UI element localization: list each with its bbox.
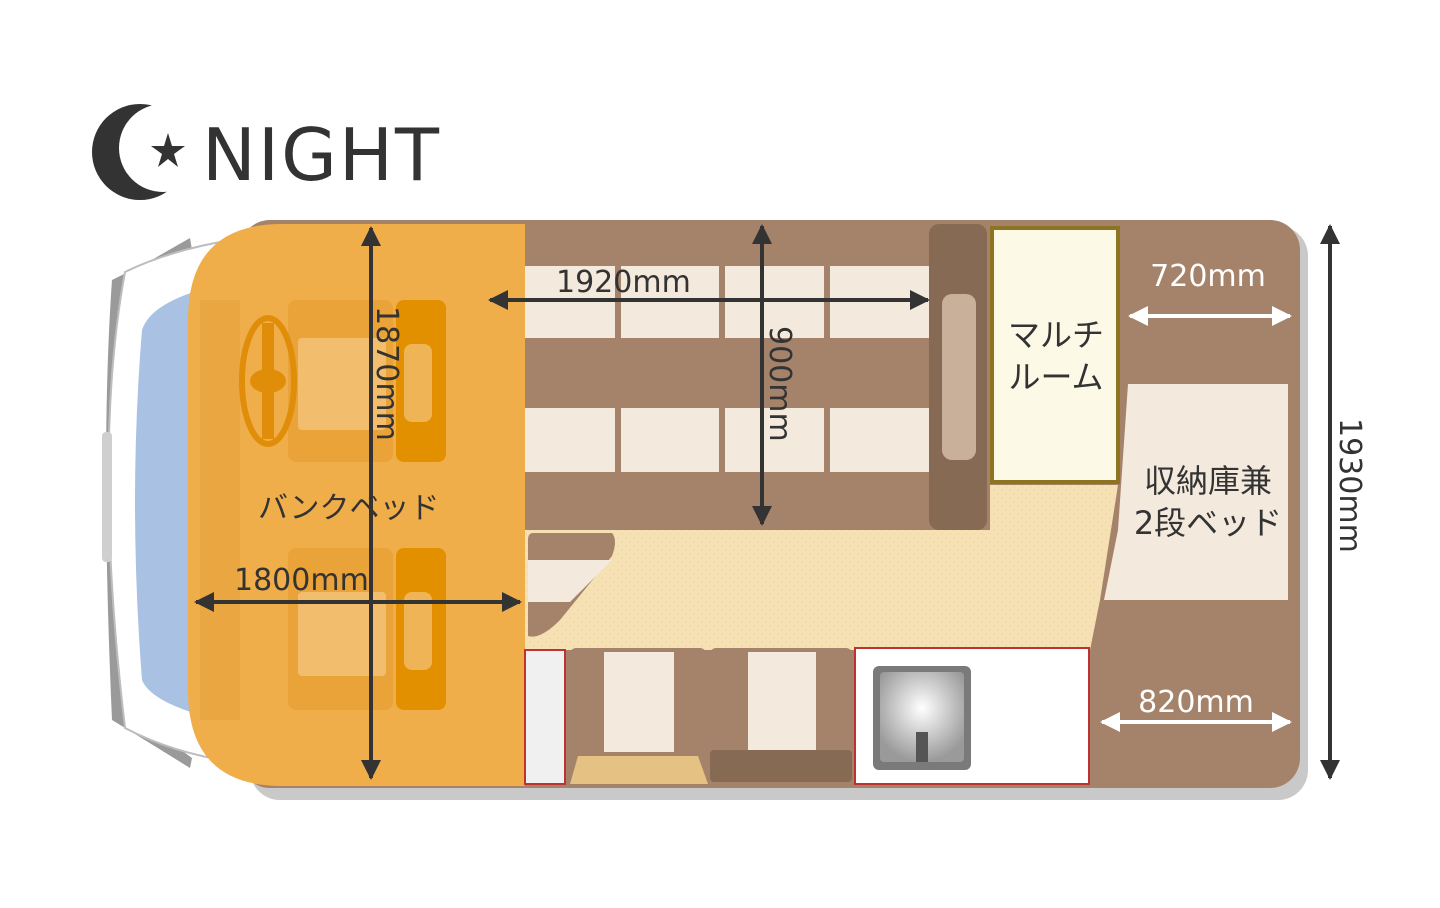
multi-room (990, 226, 1120, 484)
label-multi-room-1: マルチ (1008, 316, 1104, 354)
label-bunk-height: 1870mm (369, 306, 404, 441)
seat-front-row (570, 648, 708, 784)
page-title: NIGHT (202, 113, 441, 197)
label-total-width: 1930mm (1332, 418, 1367, 553)
crescent-moon-star-icon (92, 104, 207, 200)
label-bunk-width: 1800mm (234, 563, 369, 598)
kitchen-counter (854, 647, 1090, 785)
seat-rear-row (710, 648, 852, 782)
dimension-arrows (194, 224, 1340, 780)
label-dinette-width: 1920mm (556, 265, 691, 300)
label-rear-top: 720mm (1150, 259, 1266, 294)
label-dinette-depth: 900mm (762, 326, 797, 442)
label-rear-bottom: 820mm (1138, 685, 1254, 720)
bunk-bed (188, 224, 525, 786)
label-bunk-bed: バンクベッド (258, 491, 440, 526)
dimension-arrows-white (1100, 306, 1292, 732)
sink-icon (873, 666, 971, 770)
steering-wheel-icon (239, 315, 297, 447)
label-storage-1: 収納庫兼 (1144, 462, 1272, 500)
label-storage-2: 2段ベッド (1134, 504, 1282, 542)
label-multi-room-2: ルーム (1008, 358, 1103, 396)
storage-bunk (1104, 384, 1288, 600)
entrance-panel (524, 649, 566, 785)
